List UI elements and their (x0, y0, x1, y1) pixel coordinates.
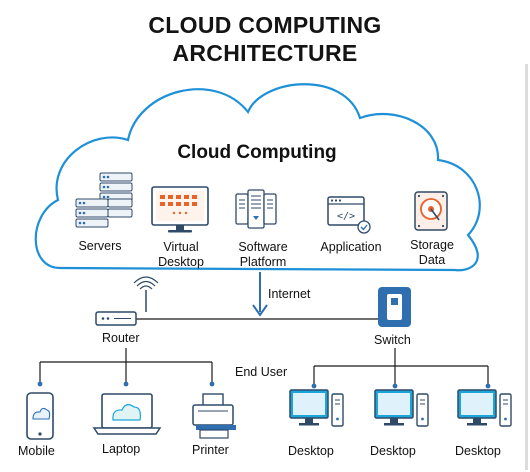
switch-device-links (313, 348, 489, 384)
service-label-application: Application (320, 240, 381, 254)
switch-icon (378, 287, 411, 327)
diagram-title-line-1: CLOUD COMPUTING (148, 12, 382, 38)
hard-drive-icon (414, 191, 448, 231)
end-user-label: End User (235, 365, 287, 379)
laptop-icon (92, 393, 162, 435)
service-label-software-line-2: Platform (240, 255, 287, 269)
server-rack-icon (75, 172, 133, 228)
link-endpoints-right (311, 383, 491, 389)
internet-arrow (252, 272, 268, 317)
service-label-storage-line-2: Data (419, 253, 445, 267)
printer-icon (192, 393, 236, 439)
device-label-desktop-1: Desktop (288, 444, 334, 458)
monitor-icon (151, 186, 209, 233)
service-label-software-line-1: Software (238, 240, 287, 254)
desktop-icon (289, 389, 344, 427)
link-endpoints-left (37, 381, 215, 387)
svg-text:</>: </> (337, 211, 355, 222)
device-label-printer: Printer (192, 443, 229, 457)
device-label-desktop-2: Desktop (370, 444, 416, 458)
service-label-storage-line-1: Storage (410, 238, 454, 252)
desktop-icon (457, 389, 512, 427)
device-label-desktop-3: Desktop (455, 444, 501, 458)
desktop-icon (374, 389, 429, 427)
service-label-virtual-line-1: Virtual (163, 240, 198, 254)
mobile-icon (26, 392, 54, 440)
diagram-title-line-2: ARCHITECTURE (172, 40, 358, 66)
service-label-virtual-line-2: Desktop (158, 255, 204, 269)
router-label: Router (102, 331, 140, 345)
cloud-title: Cloud Computing (177, 142, 336, 163)
code-window-icon: </> (327, 196, 371, 234)
device-label-mobile: Mobile (18, 444, 55, 458)
server-tower-icon (235, 189, 277, 229)
internet-label: Internet (268, 287, 311, 301)
router-icon (95, 276, 159, 326)
router-device-links (39, 348, 213, 382)
device-label-laptop: Laptop (102, 442, 140, 456)
service-label-servers: Servers (78, 239, 121, 253)
switch-label: Switch (374, 333, 411, 347)
right-edge-border (525, 64, 528, 470)
